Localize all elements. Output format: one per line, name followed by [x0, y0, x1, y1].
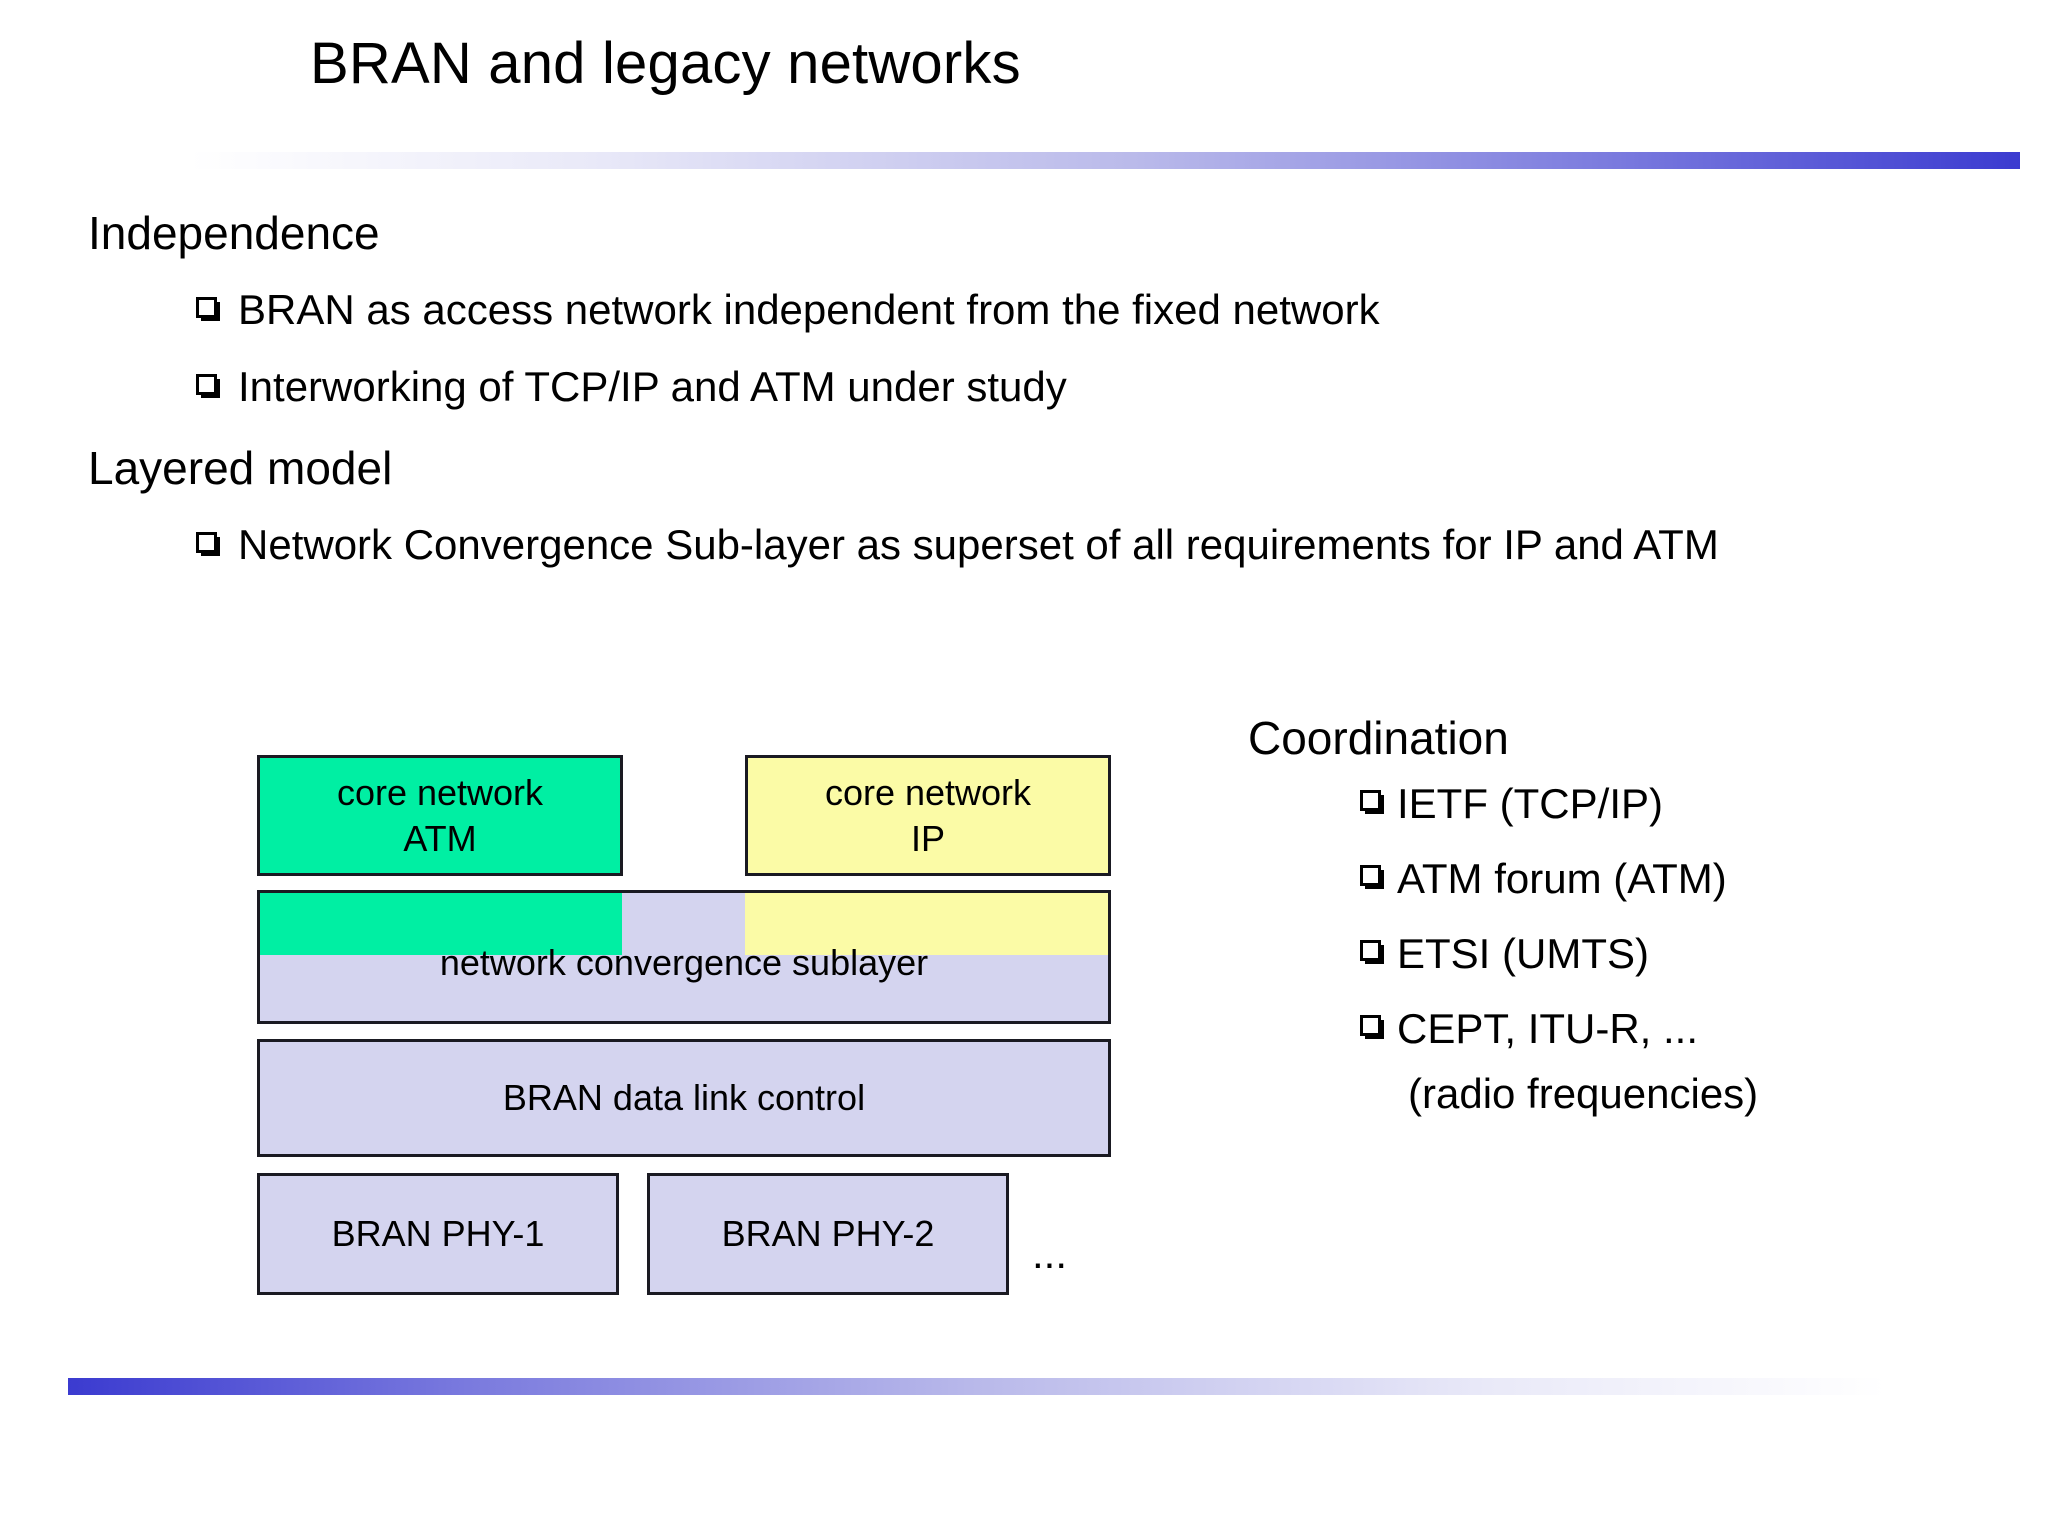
bullet-text: Network Convergence Sub-layer as superse… — [238, 521, 1719, 568]
box-label-line1: core network — [336, 771, 544, 813]
square-bullet-icon — [196, 374, 217, 395]
bullet-text: BRAN as access network independent from … — [238, 286, 1380, 333]
box-label-line2: IP — [910, 817, 945, 859]
box-label-line1: core network — [824, 771, 1032, 813]
coordination-block: Coordination IETF (TCP/IP) ATM forum (AT… — [1248, 710, 1988, 1122]
bullet-layered-model-1: Network Convergence Sub-layer as superse… — [196, 518, 1986, 572]
box-label: BRAN PHY-2 — [721, 1213, 935, 1254]
square-bullet-icon — [1360, 790, 1381, 811]
diagram-box-core-network-atm: core network ATM — [257, 755, 623, 876]
square-bullet-icon — [196, 532, 217, 553]
coordination-item-ietf: IETF (TCP/IP) — [1360, 766, 1988, 841]
coordination-item-label: ATM forum (ATM) — [1397, 855, 1727, 902]
diagram-box-bran-phy-1: BRAN PHY-1 — [257, 1173, 619, 1295]
bullet-independence-2: Interworking of TCP/IP and ATM under stu… — [196, 360, 1956, 414]
section-heading-independence: Independence — [88, 207, 380, 259]
square-bullet-icon — [1360, 940, 1381, 961]
diagram-phy-ellipsis: ... — [1032, 1230, 1068, 1277]
box-label: BRAN data link control — [502, 1077, 866, 1118]
section-heading-layered-model: Layered model — [88, 442, 393, 494]
box-label-line2: ATM — [403, 817, 477, 859]
square-bullet-icon — [1360, 865, 1381, 886]
square-bullet-icon — [1360, 1015, 1381, 1036]
coordination-item-cept-itur: CEPT, ITU-R, ... — [1360, 991, 1988, 1066]
coordination-item-label: IETF (TCP/IP) — [1397, 780, 1663, 827]
footer-gradient-rule — [68, 1378, 1886, 1395]
coordination-heading: Coordination — [1248, 712, 1509, 764]
riser-atm — [260, 893, 622, 955]
diagram-box-core-network-ip: core network IP — [745, 755, 1111, 876]
page-title: BRAN and legacy networks — [310, 31, 1021, 96]
coordination-item-etsi: ETSI (UMTS) — [1360, 916, 1988, 991]
riser-ip — [745, 893, 1108, 955]
diagram-box-bran-phy-2: BRAN PHY-2 — [647, 1173, 1009, 1295]
bran-layer-diagram: core network ATM core network IP network… — [257, 755, 1117, 1315]
coordination-item-label: CEPT, ITU-R, ... — [1397, 1005, 1699, 1052]
coordination-item-label: ETSI (UMTS) — [1397, 930, 1649, 977]
diagram-box-network-convergence-sublayer: network convergence sublayer — [257, 890, 1111, 1024]
bullet-independence-1: BRAN as access network independent from … — [196, 283, 1956, 337]
coordination-subnote: (radio frequencies) — [1408, 1070, 1759, 1117]
square-bullet-icon — [196, 297, 217, 318]
bullet-text: Interworking of TCP/IP and ATM under stu… — [238, 363, 1067, 410]
diagram-box-bran-data-link-control: BRAN data link control — [257, 1039, 1111, 1157]
header-gradient-rule — [190, 152, 2020, 169]
box-label: network convergence sublayer — [439, 942, 929, 983]
box-label: BRAN PHY-1 — [331, 1213, 545, 1254]
coordination-item-atm-forum: ATM forum (ATM) — [1360, 841, 1988, 916]
